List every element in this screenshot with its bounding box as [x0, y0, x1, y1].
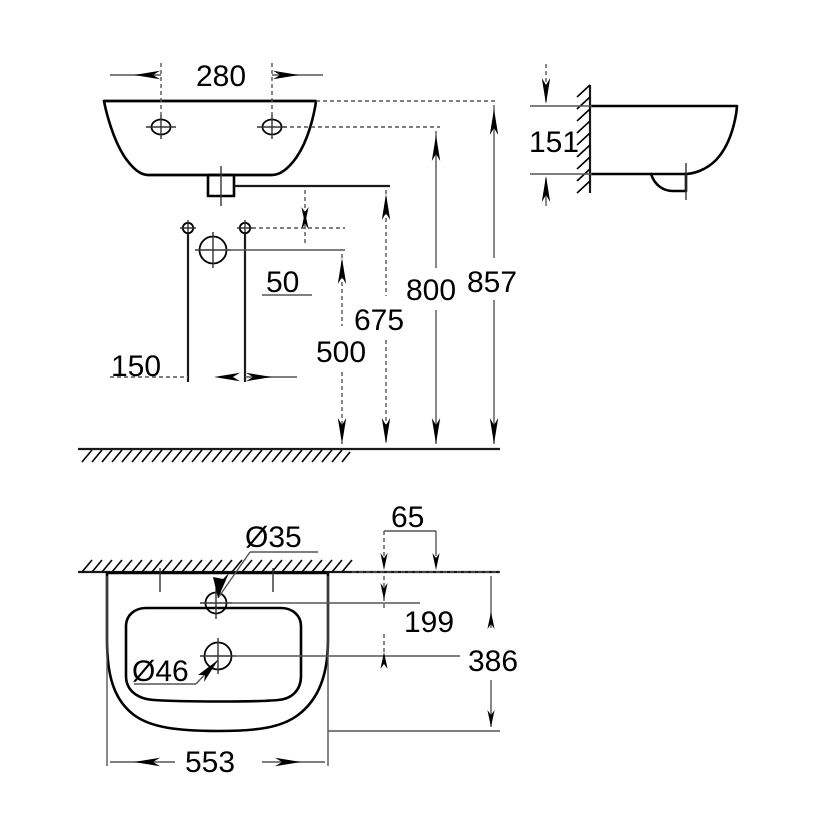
- tap-hole-plan: [200, 588, 232, 619]
- basin-plan-outline: [105, 571, 330, 733]
- leader-dia46: Ø46: [132, 655, 219, 688]
- dimension-65: 65: [380, 501, 440, 570]
- dimension-199-label: 199: [404, 606, 454, 639]
- dimension-151-label: 151: [529, 126, 579, 159]
- dimension-857-label: 857: [467, 266, 517, 299]
- floor-hatching: [81, 449, 351, 463]
- dimension-857: 857: [467, 105, 517, 444]
- tap-hole-right-front: [257, 115, 287, 139]
- dimension-65-label: 65: [391, 501, 424, 534]
- dimension-386-label: 386: [468, 645, 518, 678]
- wall-hatching-side: [576, 84, 591, 194]
- dimension-386: 386: [468, 576, 518, 727]
- dia35-label: Ø35: [245, 521, 302, 554]
- dimension-150: 150: [110, 350, 297, 383]
- basin-side-underside-recess: [649, 172, 688, 193]
- dimension-150-label: 150: [111, 350, 161, 383]
- dimension-50-label: 50: [266, 266, 299, 299]
- dimension-50: 50: [262, 190, 312, 299]
- dimension-500-label: 500: [316, 336, 366, 369]
- dimension-151: 151: [529, 64, 579, 206]
- dimension-199: 199: [380, 576, 454, 669]
- dimension-500: 500: [316, 254, 366, 444]
- basin-bowl-plan-outline: [124, 606, 303, 703]
- dia46-label: Ø46: [132, 655, 189, 688]
- waste-hole-plan: [200, 638, 236, 674]
- leader-dia35: Ø35: [213, 521, 318, 599]
- dimension-800-label: 800: [406, 274, 456, 307]
- dimension-280-label: 280: [196, 60, 246, 93]
- dimension-675-label: 675: [354, 304, 404, 337]
- dimension-675: 675: [354, 190, 404, 444]
- dimension-280: 280: [110, 60, 323, 93]
- tap-hole-left-front: [146, 115, 176, 139]
- floor-line-group: [78, 447, 500, 463]
- basin-side-outline: [588, 104, 739, 176]
- dimension-553: 553: [110, 746, 325, 779]
- side-elevation-view: 151: [529, 64, 739, 206]
- dimension-553-label: 553: [185, 746, 235, 779]
- dimension-800: 800: [406, 131, 456, 444]
- plan-view: Ø35 Ø46 65: [78, 501, 518, 779]
- wall-hatching-plan: [81, 559, 353, 573]
- front-elevation-view: 280: [78, 60, 517, 463]
